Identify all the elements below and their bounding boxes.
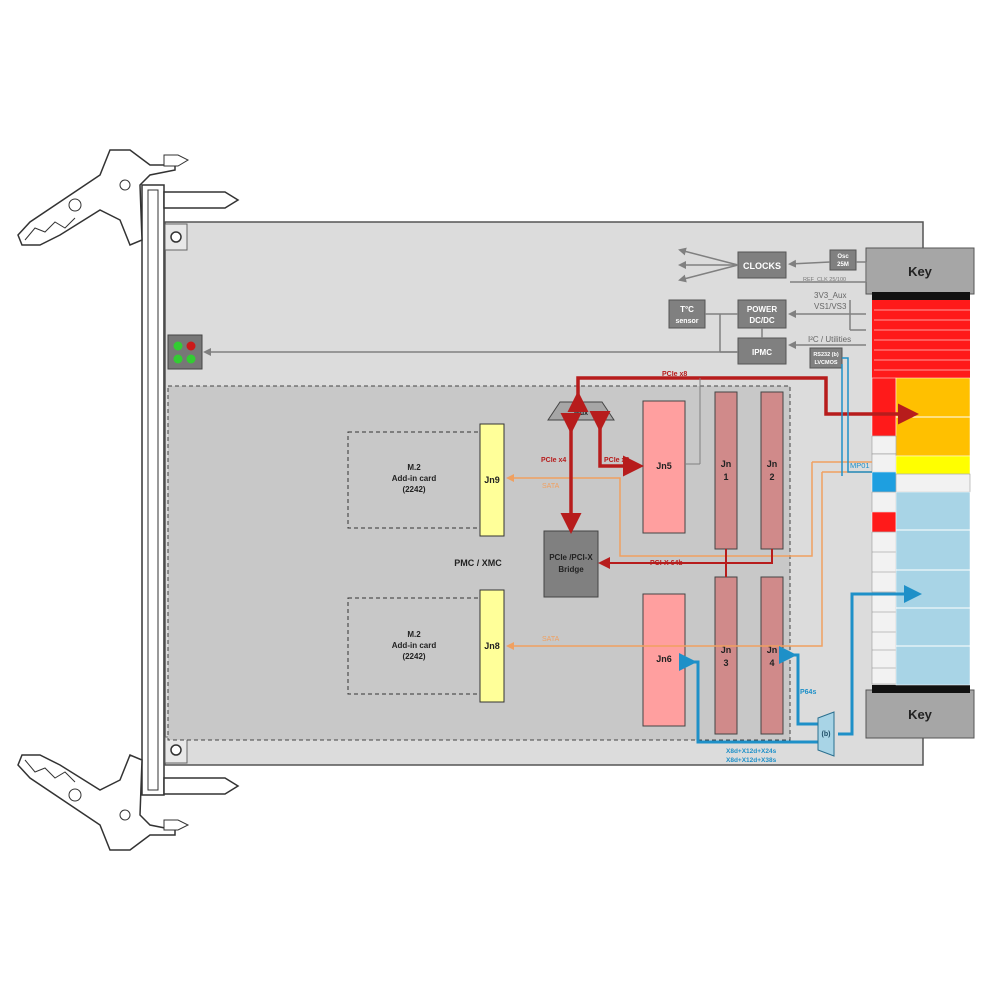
temp-sensor-block: T°C sensor — [668, 299, 706, 329]
i2c-label: I²C / Utilities — [808, 335, 851, 344]
m2-card-bottom: M.2 Add-in card (2242) Jn8 — [347, 589, 505, 703]
rs232-label-1: RS232 (b) — [813, 352, 839, 358]
jn1-label-a: Jn — [721, 459, 732, 469]
key-top: Key — [865, 247, 975, 295]
jn3-label-b: 3 — [723, 658, 728, 668]
rs232-block: RS232 (b) LVCMOS — [809, 347, 843, 369]
aux-label-2: VS1/VS3 — [814, 302, 847, 311]
ipmc-block: IPMC — [737, 337, 787, 365]
pcie-signals — [560, 376, 919, 534]
mux-label: Mux — [574, 410, 588, 417]
backplane-connector-stack — [871, 292, 971, 693]
sata-bottom-label: SATA — [542, 636, 560, 643]
jn1-label-b: 1 — [723, 472, 728, 482]
ipmc-label: IPMC — [752, 348, 772, 357]
m2-top-line3: (2242) — [402, 485, 425, 494]
m2-bottom-line1: M.2 — [407, 630, 421, 639]
led-indicator-block — [167, 334, 203, 370]
aux-label-1: 3V3_Aux — [814, 291, 846, 300]
xbus-label-1: X8d+X12d+X24s — [726, 748, 777, 755]
pcie-x8-top-label: PCIe x8 — [662, 371, 687, 378]
jn9-label: Jn9 — [484, 475, 500, 485]
xbus-label-2: X8d+X12d+X38s — [726, 757, 777, 764]
jn2-label-b: 2 — [769, 472, 774, 482]
jn3-connector: Jn 3 — [714, 576, 738, 735]
temp-label-1: T°C — [680, 305, 694, 314]
oscillator-block: Osc 25M — [829, 249, 857, 271]
m2-top-line2: Add-in card — [392, 474, 437, 483]
mounting-hole-top — [164, 223, 188, 251]
m2-bottom-line2: Add-in card — [392, 641, 437, 650]
key-top-label: Key — [908, 264, 933, 279]
rs232-label-2: LVCMOS — [814, 360, 837, 366]
b-mux-label: (b) — [822, 731, 831, 738]
jn8-label: Jn8 — [484, 641, 500, 651]
jn2-label-a: Jn — [767, 459, 778, 469]
jn5-connector: Jn5 — [642, 400, 686, 534]
mux-block: Mux — [547, 401, 615, 421]
jn4-label-a: Jn — [767, 645, 778, 655]
jn6-connector: Jn6 — [642, 593, 686, 727]
temp-label-2: sensor — [676, 318, 699, 325]
ref-clk-label: REF_CLK 25/100 — [803, 277, 846, 283]
jn4-label-b: 4 — [769, 658, 774, 668]
jn3-label-a: Jn — [721, 645, 732, 655]
key-bottom-label: Key — [908, 707, 933, 722]
osc-label-2: 25M — [837, 262, 849, 268]
mounting-hole-bottom — [164, 736, 188, 764]
bridge-label-2: Bridge — [558, 565, 584, 574]
bridge-label-1: PCIe /PCI-X — [549, 553, 593, 562]
m2-bottom-line3: (2242) — [402, 652, 425, 661]
p64s-label: P64s — [800, 689, 816, 696]
front-panel — [141, 184, 165, 796]
power-label-1: POWER — [747, 305, 777, 314]
sata-top-label: SATA — [542, 483, 560, 490]
ejector-handle-bottom[interactable] — [17, 754, 240, 851]
pcix-signal — [598, 549, 773, 577]
pcie-x8-mid-label: PCIe x8 — [604, 457, 629, 464]
mp01-label: MP01 — [850, 461, 870, 470]
jn6-label: Jn6 — [656, 654, 672, 664]
jn2-connector: Jn 2 — [760, 391, 784, 550]
clocks-block: CLOCKS — [737, 251, 787, 279]
power-label-2: DC/DC — [749, 316, 775, 325]
clocks-label: CLOCKS — [743, 261, 781, 271]
signal-labels: REF_CLK 25/100 3V3_Aux VS1/VS3 I²C / Uti… — [541, 277, 870, 764]
management-signals — [203, 247, 867, 356]
pmc-xmc-label: PMC / XMC — [454, 558, 502, 568]
jn-bus-links — [685, 378, 701, 465]
jn1-connector: Jn 1 — [714, 391, 738, 550]
io-bus-signals — [679, 585, 922, 744]
jn5-label: Jn5 — [656, 461, 672, 471]
io-signals — [841, 357, 872, 476]
jn4-connector: Jn 4 — [760, 576, 784, 735]
b-mux-block: (b) — [817, 711, 835, 757]
key-bottom: Key — [865, 689, 975, 739]
pcie-x4-label: PCIe x4 — [541, 457, 566, 464]
ejector-handle-top[interactable] — [17, 149, 240, 246]
osc-label-1: Osc — [837, 254, 849, 260]
m2-card-top: M.2 Add-in card (2242) Jn9 — [347, 423, 505, 537]
pcie-pcix-bridge: PCIe /PCI-X Bridge — [543, 530, 599, 598]
pcix-label: PCI-X 64b — [650, 560, 683, 567]
m2-top-line1: M.2 — [407, 463, 421, 472]
power-dcdc-block: POWER DC/DC — [737, 299, 787, 329]
